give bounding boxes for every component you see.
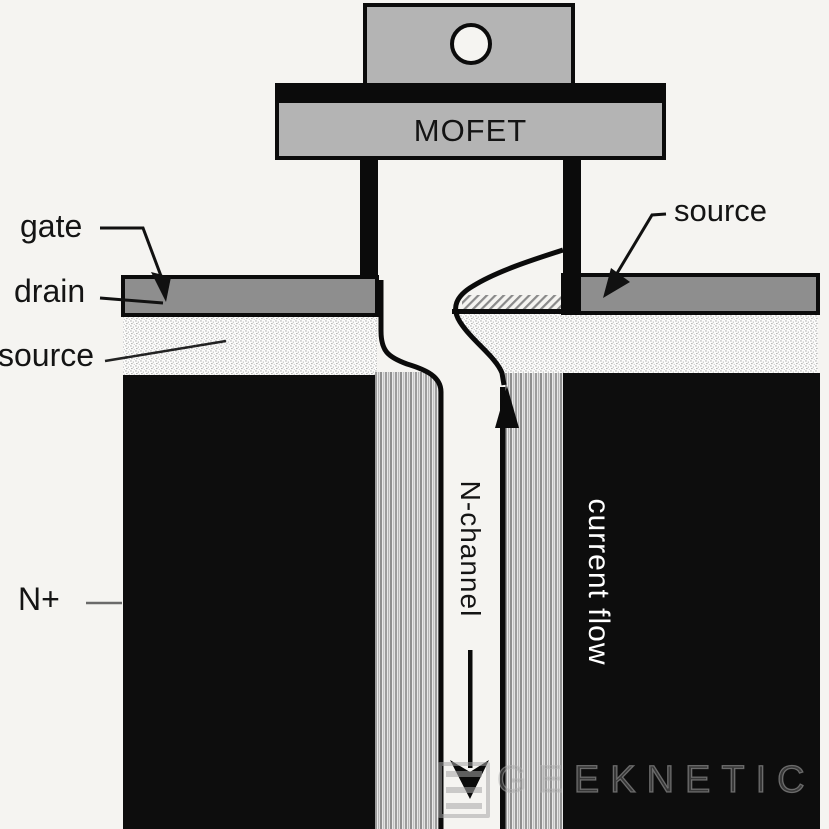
source-right-arrowhead-icon bbox=[603, 268, 630, 298]
channel-down-arrow-shaft bbox=[468, 650, 473, 768]
channel-stripes-left bbox=[375, 372, 439, 829]
package-body-face bbox=[279, 103, 662, 156]
drain-leader bbox=[99, 296, 164, 305]
gate-label: gate bbox=[20, 208, 83, 244]
logo-bar bbox=[446, 771, 482, 777]
oxide-baseline bbox=[452, 309, 563, 314]
lead-left bbox=[360, 157, 378, 279]
channel-down-arrowhead-icon bbox=[450, 760, 489, 799]
drain-label: drain bbox=[14, 273, 86, 309]
channel-stripes-right bbox=[505, 373, 563, 829]
gate-oxide-hatch bbox=[462, 295, 562, 309]
lead-right bbox=[563, 157, 581, 311]
geeknetic-logo-icon bbox=[438, 762, 490, 818]
logo-bar bbox=[446, 787, 482, 793]
current-path-curve bbox=[453, 247, 564, 386]
trench-gap bbox=[381, 250, 563, 829]
metal-bar-right bbox=[561, 273, 820, 315]
current-flow-label: current flow bbox=[582, 498, 615, 666]
substrate-left bbox=[123, 375, 375, 829]
channel-right-border bbox=[500, 387, 506, 829]
n-channel-label: N-channel bbox=[455, 480, 486, 618]
substrate-right bbox=[563, 373, 820, 829]
epi-layer-right bbox=[452, 313, 818, 376]
source-left-label: source bbox=[0, 337, 95, 373]
watermark-text: GEEKNETIC bbox=[496, 759, 816, 801]
source-left-leader bbox=[104, 339, 227, 363]
source-right-label: source bbox=[674, 193, 768, 228]
epi-layer-left bbox=[123, 315, 377, 376]
trench-left-edge bbox=[378, 280, 444, 829]
package-hole-icon bbox=[450, 23, 492, 65]
source-right-leader bbox=[611, 212, 667, 281]
gate-leader bbox=[100, 226, 163, 277]
logo-bar bbox=[446, 803, 482, 809]
package-label: MOFET bbox=[413, 113, 528, 148]
gate-arrowhead-icon bbox=[151, 272, 171, 302]
nplus-label: N+ bbox=[18, 581, 60, 617]
current-up-arrowhead bbox=[495, 386, 519, 428]
